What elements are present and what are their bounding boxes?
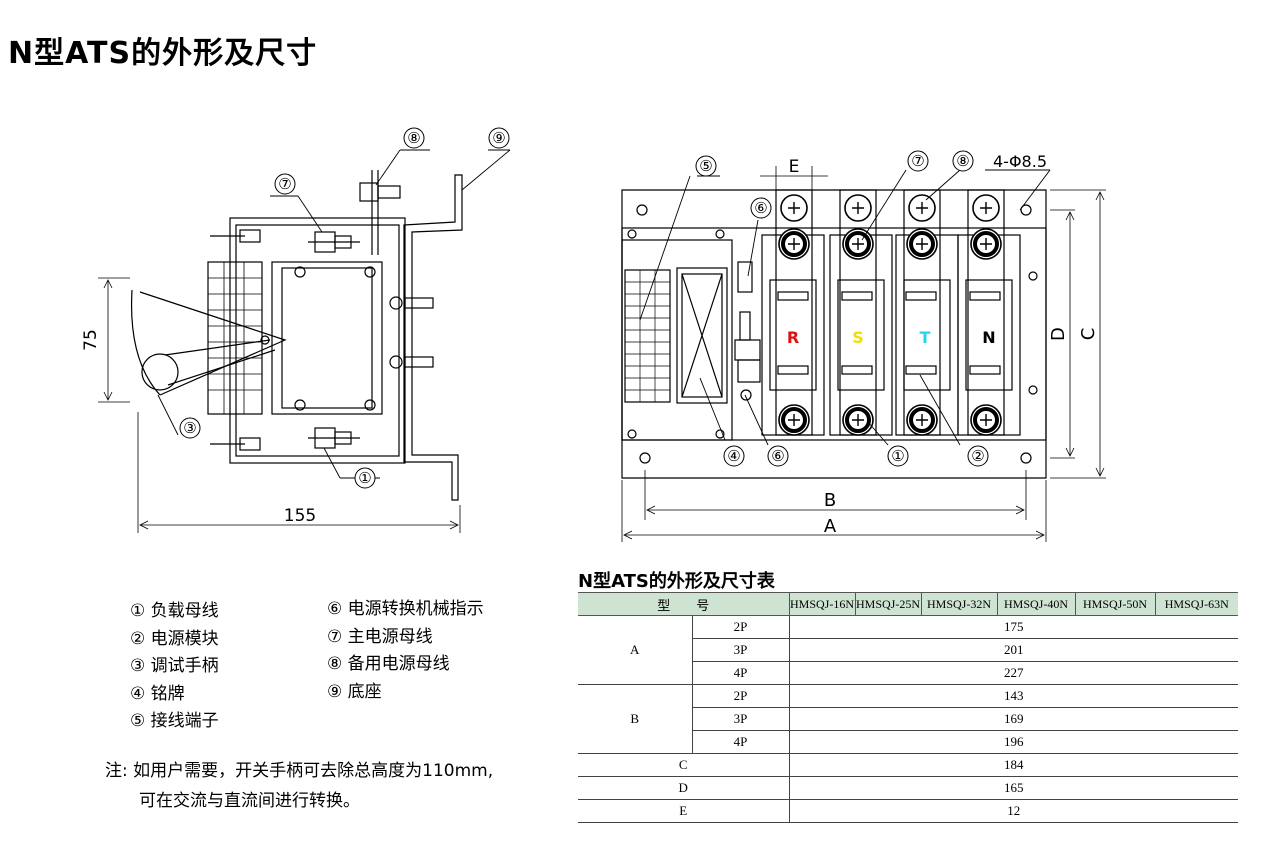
dim-c: C [1078, 328, 1099, 341]
side-callout-7: ⑦ [278, 175, 291, 193]
row-sub: 3P [692, 707, 790, 731]
dim-a: A [824, 516, 837, 537]
legend-col-1: ① 负载母线 ② 电源模块 ③ 调试手柄 ④ 铭牌 ⑤ 接线端子 [130, 598, 219, 736]
header-model: HMSQJ-32N [920, 592, 997, 616]
front-callout-5: ⑤ [699, 157, 712, 175]
table-row: 4P 196 [578, 730, 1238, 754]
header-model: HMSQJ-63N [1154, 592, 1238, 616]
side-callout-9: ⑨ [492, 129, 505, 147]
table-title: N型ATS的外形及尺寸表 [578, 571, 775, 592]
dim-d: D [1048, 327, 1069, 341]
row-value: 143 [789, 684, 1238, 708]
row-value: 12 [789, 799, 1238, 823]
front-callout-2: ② [971, 447, 984, 465]
table-row: A 2P 175 [578, 615, 1238, 685]
row-value: 169 [789, 707, 1238, 731]
pole-modules [761, 189, 1021, 436]
side-callout-8: ⑧ [407, 129, 420, 147]
row-value: 227 [789, 661, 1238, 685]
front-view [621, 166, 1106, 542]
dim-b: B [824, 490, 836, 511]
pole-label-n: N [982, 328, 995, 347]
dim-e: E [789, 157, 800, 177]
front-callout-6-top: ⑥ [754, 199, 767, 217]
side-dim-width: 155 [284, 506, 316, 526]
side-dim-height: 75 [81, 329, 101, 351]
front-callout-8: ⑧ [956, 152, 969, 170]
pole-label-t: T [920, 328, 931, 347]
row-sub: 4P [692, 730, 790, 754]
row-sub: 4P [692, 661, 790, 685]
note-line-2: 可在交流与直流间进行转换。 [139, 791, 360, 811]
front-callout-1: ① [891, 447, 904, 465]
legend-item: ⑧ 备用电源母线 [327, 654, 450, 674]
table-header-row: 型 号 HMSQJ-16N HMSQJ-25N HMSQJ-32N HMSQJ-… [578, 592, 1238, 616]
row-sub: 2P [692, 615, 790, 639]
table-row: 3P 169 [578, 707, 1238, 731]
header-model: HMSQJ-25N [854, 592, 921, 616]
side-view [98, 149, 511, 533]
legend-item: ④ 铭牌 [130, 683, 185, 704]
row-value: 165 [789, 776, 1238, 800]
row-group: A [578, 615, 693, 685]
table-row: E 12 [578, 799, 1238, 823]
table-row: 3P 201 [578, 638, 1238, 662]
header-model: HMSQJ-16N [788, 592, 855, 616]
row-value: 175 [789, 615, 1238, 639]
table-row: B 2P 143 [578, 684, 1238, 754]
legend-item: ① 负载母线 [130, 601, 219, 621]
row-sub: 2P [692, 684, 790, 708]
legend-col-2: ⑥ 电源转换机械指示 ⑦ 主电源母线 ⑧ 备用电源母线 ⑨ 底座 [327, 596, 484, 706]
legend-item: ⑦ 主电源母线 [327, 626, 433, 647]
row-value: 184 [789, 753, 1238, 777]
note: 注: 如用户需要，开关手柄可去除总高度为110mm, 可在交流与直流间进行转换。 [105, 756, 493, 816]
row-group: C [578, 753, 790, 777]
side-callout-1: ① [358, 469, 371, 487]
table-row: 4P 227 [578, 661, 1238, 685]
row-value: 196 [789, 730, 1238, 754]
legend-item: ⑨ 底座 [327, 681, 382, 702]
header-model: HMSQJ-50N [1074, 592, 1155, 616]
table-row: C 184 [578, 753, 1238, 777]
pole-label-r: R [787, 328, 799, 347]
header-model: HMSQJ-40N [996, 592, 1075, 616]
dimension-table: 型 号 HMSQJ-16N HMSQJ-25N HMSQJ-32N HMSQJ-… [578, 592, 1238, 823]
legend-item: ③ 调试手柄 [130, 656, 219, 676]
side-callout-3: ③ [183, 419, 196, 437]
front-callout-4: ④ [727, 447, 740, 465]
note-line-1: 注: 如用户需要，开关手柄可去除总高度为110mm, [105, 761, 494, 781]
front-callout-6-bottom: ⑥ [771, 447, 784, 465]
row-group: E [578, 799, 790, 823]
table-row: D 165 [578, 776, 1238, 800]
header-model-label: 型 号 [578, 592, 789, 616]
front-callout-7: ⑦ [911, 152, 924, 170]
row-group: D [578, 776, 790, 800]
row-group: B [578, 684, 693, 754]
page-title: N型ATS的外形及尺寸 [8, 36, 318, 71]
pole-label-s: S [852, 328, 864, 347]
legend-item: ⑥ 电源转换机械指示 [327, 599, 484, 619]
hole-label: 4-Φ8.5 [993, 152, 1047, 171]
row-value: 201 [789, 638, 1238, 662]
row-sub: 3P [692, 638, 790, 662]
legend-item: ② 电源模块 [130, 628, 219, 649]
legend-item: ⑤ 接线端子 [130, 711, 219, 731]
